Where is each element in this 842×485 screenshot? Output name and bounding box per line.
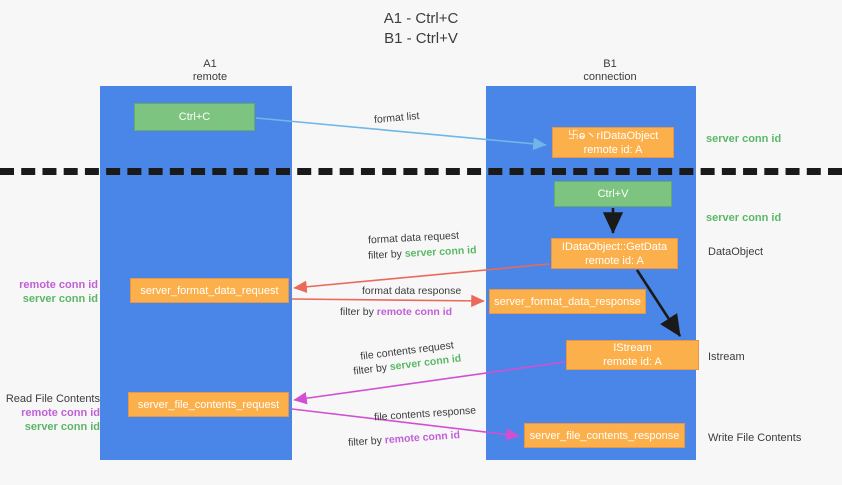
column-header-a1: A1 remote bbox=[130, 58, 290, 84]
node-ctrl-c[interactable]: Ctrl+C bbox=[134, 103, 255, 131]
edge-label-format-data-response: format data response bbox=[362, 285, 462, 297]
node-ctrl-v-label: Ctrl+V bbox=[597, 188, 629, 200]
arrow-format-data-response bbox=[291, 294, 485, 308]
annotation-right-istream: Istream bbox=[708, 351, 745, 363]
filter-value-server-conn-id: server conn id bbox=[404, 244, 477, 260]
column-b1-name: B1 bbox=[603, 58, 617, 70]
node-file-contents-response[interactable]: server_file_contents_response bbox=[524, 423, 685, 448]
annotation-format-conn-ids: remote conn id server conn id bbox=[6, 278, 98, 306]
node-file-contents-request-label: server_file_contents_request bbox=[137, 398, 280, 411]
node-dataobject-create-label: ࿕ⱺ丶rIDataObject bbox=[567, 129, 659, 142]
annotation-server-conn-id: server conn id bbox=[24, 421, 100, 433]
node-istream-label: IStream bbox=[613, 342, 652, 354]
node-istream-id: remote id: A bbox=[603, 356, 662, 368]
node-getdata[interactable]: IDataObject::GetData remote id: A bbox=[551, 238, 678, 269]
node-file-contents-response-label: server_file_contents_response bbox=[529, 429, 680, 442]
node-getdata-id: remote id: A bbox=[585, 254, 644, 267]
page-title: A1 - Ctrl+C B1 - Ctrl+V bbox=[0, 9, 842, 49]
node-getdata-label: IDataObject::GetData bbox=[561, 240, 668, 253]
annotation-right-server-conn-id-paste: server conn id bbox=[706, 212, 782, 224]
annotation-remote-conn-id: remote conn id bbox=[19, 279, 98, 291]
arrow-format-data-request bbox=[293, 263, 550, 294]
title-line-1: A1 - Ctrl+C bbox=[383, 10, 459, 27]
arrow-format-list bbox=[255, 117, 547, 151]
node-istream[interactable]: IStream remote id: A bbox=[566, 340, 699, 370]
column-a1-name: A1 bbox=[203, 58, 217, 70]
node-dataobject-create-id: remote id: A bbox=[583, 143, 643, 156]
node-file-contents-request[interactable]: server_file_contents_request bbox=[128, 392, 289, 417]
annotation-right-server-conn-id-copy: server conn id bbox=[706, 133, 782, 145]
annotation-right-write-file-contents: Write File Contents bbox=[708, 432, 802, 444]
phase-divider bbox=[0, 168, 842, 175]
arrow-file-contents-response bbox=[291, 408, 520, 441]
edge-label-format-data-response-filter: filter by remote conn id bbox=[340, 305, 452, 319]
node-ctrl-c-label: Ctrl+C bbox=[178, 111, 211, 123]
arrow-file-contents-request bbox=[293, 361, 566, 405]
filter-value-remote-conn-id: remote conn id bbox=[376, 306, 453, 318]
node-dataobject-create[interactable]: ࿕ⱺ丶rIDataObject remote id: A bbox=[552, 127, 674, 158]
filter-prefix: filter by bbox=[347, 434, 386, 449]
annotation-read-file-contents: Read File Contents remote conn id server… bbox=[4, 392, 100, 434]
title-line-2: B1 - Ctrl+V bbox=[384, 30, 458, 47]
arrow-getdata-to-istream bbox=[635, 269, 682, 337]
filter-prefix: filter by bbox=[340, 306, 377, 318]
filter-prefix: filter by bbox=[367, 247, 406, 262]
annotation-read-file-contents-heading: Read File Contents bbox=[5, 393, 100, 405]
annotation-remote-conn-id: remote conn id bbox=[21, 407, 100, 419]
column-b1-role: connection bbox=[583, 71, 637, 83]
node-format-data-request[interactable]: server_format_data_request bbox=[130, 278, 289, 303]
column-a1-role: remote bbox=[192, 71, 228, 83]
annotation-server-conn-id: server conn id bbox=[22, 293, 98, 305]
node-format-data-response[interactable]: server_format_data_response bbox=[489, 289, 646, 314]
node-format-data-request-label: server_format_data_request bbox=[140, 284, 279, 297]
annotation-right-dataobject: DataObject bbox=[708, 246, 764, 258]
node-ctrl-v[interactable]: Ctrl+V bbox=[554, 181, 672, 207]
column-header-b1: B1 connection bbox=[530, 58, 690, 84]
node-format-data-response-label: server_format_data_response bbox=[494, 295, 641, 308]
